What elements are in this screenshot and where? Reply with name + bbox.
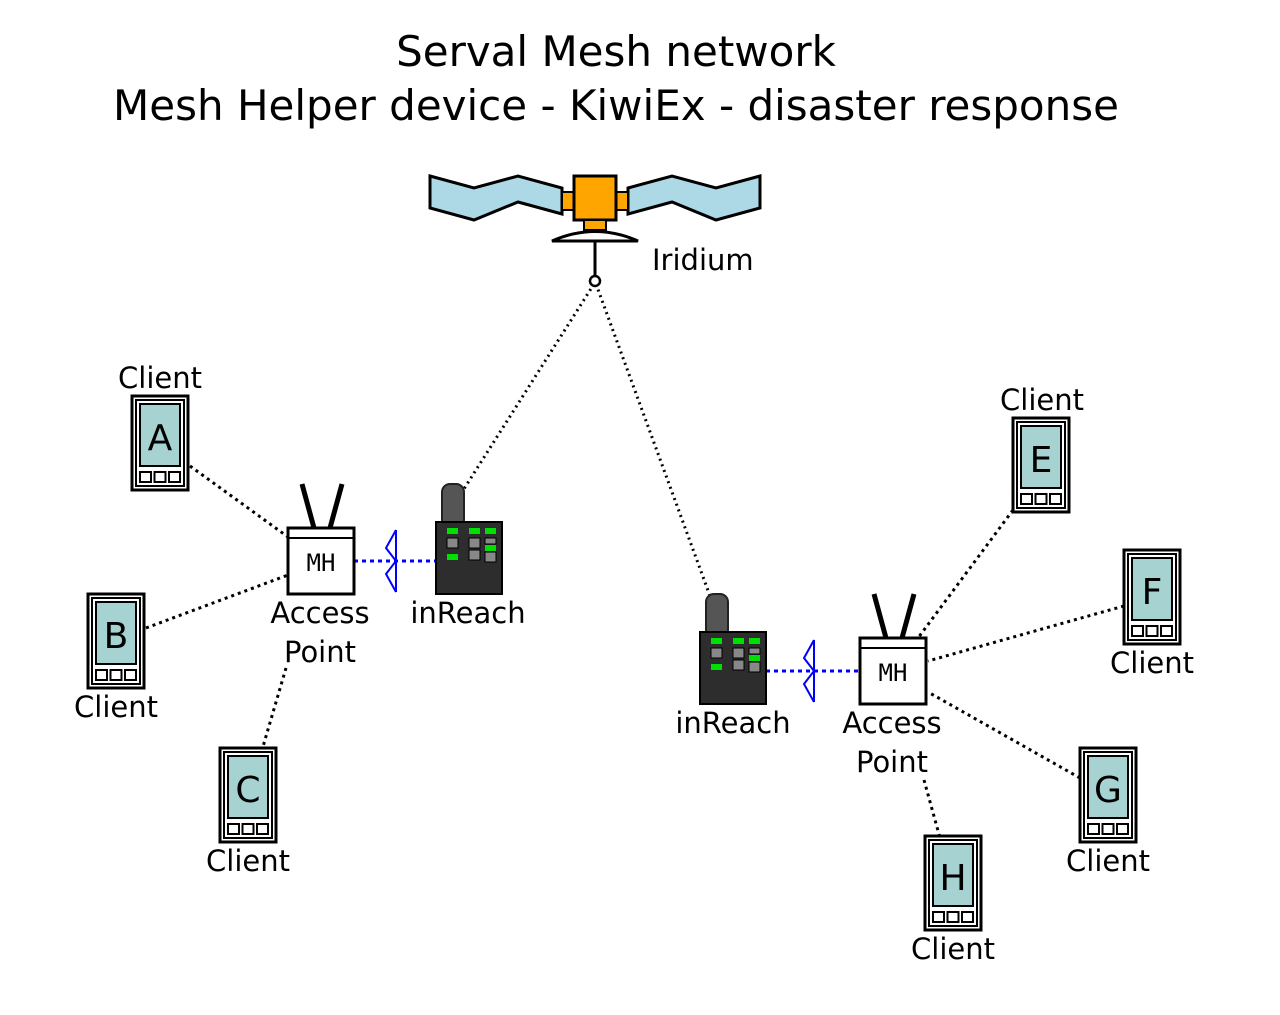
client-g-letter: G <box>1094 770 1122 811</box>
inreach-right-icon <box>699 593 767 705</box>
satellite-link-right <box>594 283 712 597</box>
router-icon <box>860 594 926 704</box>
client-b-label: Client <box>74 690 158 724</box>
link-client-c <box>260 667 288 751</box>
link-client-h <box>922 779 942 839</box>
bluetooth-link-right <box>766 639 858 703</box>
client-c-letter: C <box>235 770 260 811</box>
access-point-left-label-line2: Point <box>284 635 356 669</box>
satellite-icon <box>428 174 762 288</box>
client-f-label: Client <box>1110 646 1194 680</box>
link-client-f <box>927 604 1125 663</box>
diagram-title-line2: Mesh Helper device - KiwiEx - disaster r… <box>113 81 1119 130</box>
router-icon <box>288 484 354 594</box>
client-b-letter: B <box>104 616 129 657</box>
client-a-letter: A <box>148 418 173 459</box>
link-client-g <box>927 690 1081 780</box>
inreach-left-label: inReach <box>410 596 525 630</box>
link-client-e <box>916 509 1015 639</box>
access-point-left: MH <box>288 484 354 594</box>
satellite-link-left <box>460 283 596 493</box>
client-e-letter: E <box>1030 440 1053 481</box>
access-point-right-label-line2: Point <box>856 745 928 779</box>
client-h-label: Client <box>911 932 995 966</box>
bluetooth-link-left <box>354 529 436 593</box>
access-point-right-label-line1: Access <box>842 706 941 740</box>
client-g-label: Client <box>1066 844 1150 878</box>
client-e-label: Client <box>1000 383 1084 417</box>
client-a-label: Client <box>118 361 202 395</box>
link-client-b <box>145 573 289 630</box>
access-point-right: MH <box>860 594 926 704</box>
client-f-letter: F <box>1142 572 1163 613</box>
satellite-label: Iridium <box>652 243 754 277</box>
inreach-right-label: inReach <box>675 706 790 740</box>
client-c-label: Client <box>206 844 290 878</box>
mh-badge-left: MH <box>307 549 336 577</box>
mh-badge-right: MH <box>879 659 908 687</box>
access-point-left-label-line1: Access <box>270 596 369 630</box>
client-h-letter: H <box>939 858 966 899</box>
links <box>145 283 1125 839</box>
diagram-title-line1: Serval Mesh network <box>396 27 837 76</box>
link-client-a <box>189 464 289 539</box>
inreach-left-icon <box>435 483 503 595</box>
